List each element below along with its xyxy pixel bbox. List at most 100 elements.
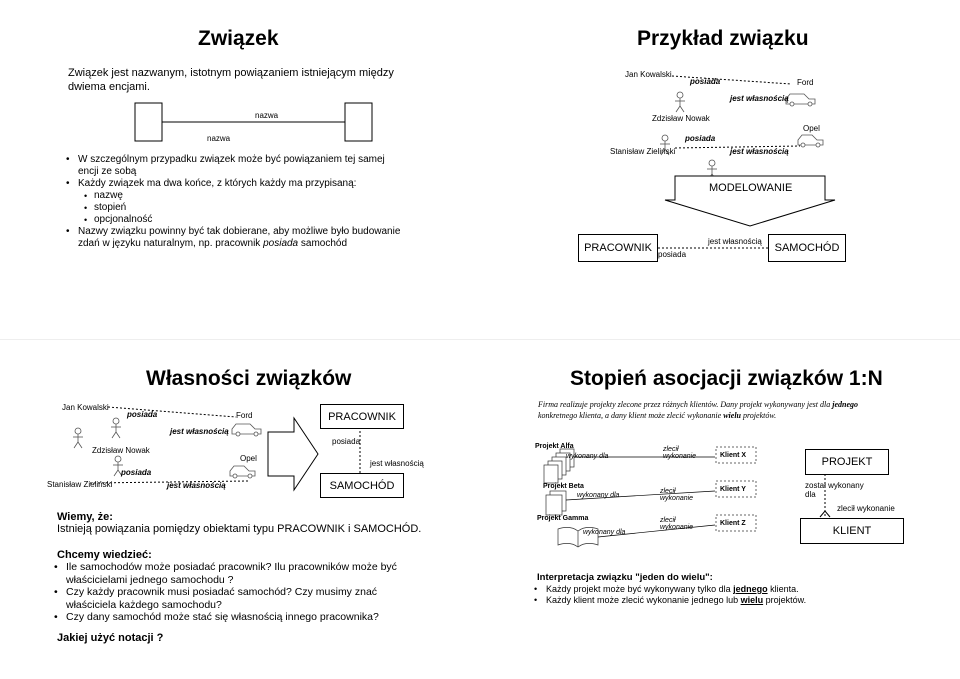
slide-wlasnosci: Własności związków Jan Kowalski posiada …: [0, 339, 480, 679]
sub-bullet-item: nazwę: [84, 190, 408, 202]
relation-label: posiada: [127, 410, 158, 419]
relation-label: wykonany dla: [583, 529, 626, 536]
sub-bullet-item: stopień: [84, 202, 408, 214]
car-name: Opel: [240, 454, 257, 463]
relationship-diagram: [134, 102, 373, 142]
relation-label: jest własnością: [730, 147, 789, 156]
document-stack-icon: [543, 448, 575, 516]
entity-projekt: PROJEKT: [805, 449, 889, 475]
person-icon: [73, 417, 123, 477]
entity-samochod: SAMOCHÓD: [768, 234, 846, 262]
bullet-item: W szczególnym przypadku związek może być…: [66, 154, 408, 178]
person-name: Stanisław Zieliński: [610, 147, 676, 156]
relation-label: zlecił wykonanie: [660, 488, 694, 502]
interpretation-item: Każdy projekt może być wykonywany tylko …: [534, 584, 806, 595]
interpretation-item: Każdy klient może zlecić wykonanie jedne…: [534, 595, 807, 606]
bullet-text: Nazwy związku powinny być tak dobierane,…: [78, 226, 401, 237]
relation-label: zlecił wykonanie: [660, 517, 694, 531]
relation-label: jest własnością: [170, 427, 229, 436]
relationship-name-top: nazwa: [255, 111, 279, 120]
relation-label: jest własnością: [730, 94, 789, 103]
car-name: Opel: [803, 124, 820, 133]
relation-label: zlecił wykonanie: [837, 504, 895, 513]
question-item: Czy każdy pracownik musi posiadać samoch…: [54, 586, 411, 611]
bullet-text: zdań w języku naturalnym, np. pracownik: [78, 238, 264, 249]
intro-part: Firma realizuje projekty zlecone przez r…: [538, 400, 833, 409]
item-emphasis: jednego: [733, 584, 768, 594]
relation-label: jest własnością: [370, 459, 424, 468]
client-name: Klient Y: [720, 486, 746, 493]
example-diagram: [658, 75, 836, 249]
project-name: Projekt Beta: [543, 483, 584, 490]
relation-label: posiada: [332, 437, 361, 446]
relation-label: jest własnością: [708, 237, 762, 246]
person-name: Stanisław Zieliński: [47, 480, 113, 489]
slide-title: Własności związków: [146, 367, 352, 390]
slide-title: Przykład związku: [637, 27, 809, 50]
slide-stopien: Stopień asocjacji związków 1:N Firma rea…: [480, 339, 960, 679]
intro-bold: wielu: [723, 411, 741, 420]
entity-klient: KLIENT: [800, 518, 904, 544]
car-icon: [229, 423, 262, 479]
question-list: Ile samochodów może posiadać pracownik? …: [54, 561, 411, 624]
interpretation-list: Każdy projekt może być wykonywany tylko …: [534, 584, 807, 606]
slide-title: Stopień asocjacji związków 1:N: [570, 367, 883, 390]
car-name: Ford: [236, 411, 253, 420]
slide-zwiazek: Związek Związek jest nazwanym, istotnym …: [0, 0, 480, 340]
person-name: Jan Kowalski: [62, 403, 109, 412]
entity-samochod: SAMOCHÓD: [320, 473, 404, 498]
relation-label: zlecił wykonanie: [663, 446, 697, 460]
person-icon: [660, 91, 717, 181]
sub-bullet-item: opcjonalność: [84, 214, 408, 226]
slide-title: Związek: [198, 27, 279, 50]
entity-pracownik: PRACOWNIK: [578, 234, 658, 262]
slide-divider: [0, 339, 960, 340]
project-name: Projekt Gamma: [537, 515, 589, 522]
car-icon: [785, 93, 824, 148]
relation-label: wykonany dla: [577, 492, 620, 499]
client-name: Klient Z: [720, 520, 746, 527]
bullet-text: samochód: [298, 238, 348, 249]
relation-label: wykonany dla: [566, 453, 609, 460]
entity-pracownik: PRACOWNIK: [320, 404, 404, 429]
book-icon: [557, 527, 599, 548]
intro-part: konkretnego klienta, a dany klient może …: [538, 411, 724, 420]
relationship-name-bottom: nazwa: [207, 134, 231, 143]
person-name: Jan Kowalski: [625, 70, 672, 79]
item-text: projektów.: [763, 595, 807, 605]
relation-label: posiada: [121, 468, 152, 477]
intro-text: Związek jest nazwanym, istotnym powiązan…: [68, 67, 394, 93]
intro-bold: jednego: [832, 400, 859, 409]
question-item: Ile samochodów może posiadać pracownik? …: [54, 561, 411, 586]
association-diagram: [543, 446, 831, 548]
notation-question: Jakiej użyć notacji ?: [57, 632, 164, 644]
person-name: Zdzisław Nowak: [92, 446, 150, 455]
chcemy-heading: Chcemy wiedzieć:: [57, 549, 152, 561]
project-name: Projekt Alfa: [535, 443, 574, 450]
bullet-italic: posiada: [263, 238, 299, 249]
wiemy-text: Istnieją powiązania pomiędzy obiektami t…: [57, 523, 422, 535]
slide-przyklad: Przykład związku Jan Kowalski posiada Fo…: [480, 0, 960, 340]
item-text: klienta.: [767, 584, 799, 594]
bullet-item: Każdy związek ma dwa końce, z których ka…: [66, 178, 408, 190]
relation-label: jest własnością: [167, 481, 226, 490]
intro-part: projektów.: [740, 411, 777, 420]
bullet-item: Nazwy związku powinny być tak dobierane,…: [66, 226, 408, 250]
relation-label: posiada: [658, 250, 687, 259]
person-name: Zdzisław Nowak: [652, 114, 710, 123]
wiemy-heading: Wiemy, że:: [57, 511, 113, 523]
item-text: Każdy projekt może być wykonywany tylko …: [546, 584, 734, 594]
item-text: Każdy klient może zlecić wykonanie jedne…: [546, 595, 741, 605]
modelowanie-label: MODELOWANIE: [709, 182, 793, 194]
relation-label: posiada: [685, 134, 716, 143]
bullet-list: W szczególnym przypadku związek może być…: [66, 154, 408, 250]
car-name: Ford: [797, 78, 814, 87]
item-emphasis: wielu: [740, 595, 764, 605]
intro-text: Firma realizuje projekty zlecone przez r…: [538, 399, 858, 421]
interpretation-heading: Interpretacja związku "jeden do wielu":: [537, 572, 713, 583]
client-name: Klient X: [720, 452, 747, 459]
relation-label: został wykonany dla: [805, 481, 864, 499]
properties-diagram: [73, 406, 361, 492]
question-item: Czy dany samochód może stać się własnośc…: [54, 611, 411, 624]
relation-label: posiada: [690, 77, 721, 86]
